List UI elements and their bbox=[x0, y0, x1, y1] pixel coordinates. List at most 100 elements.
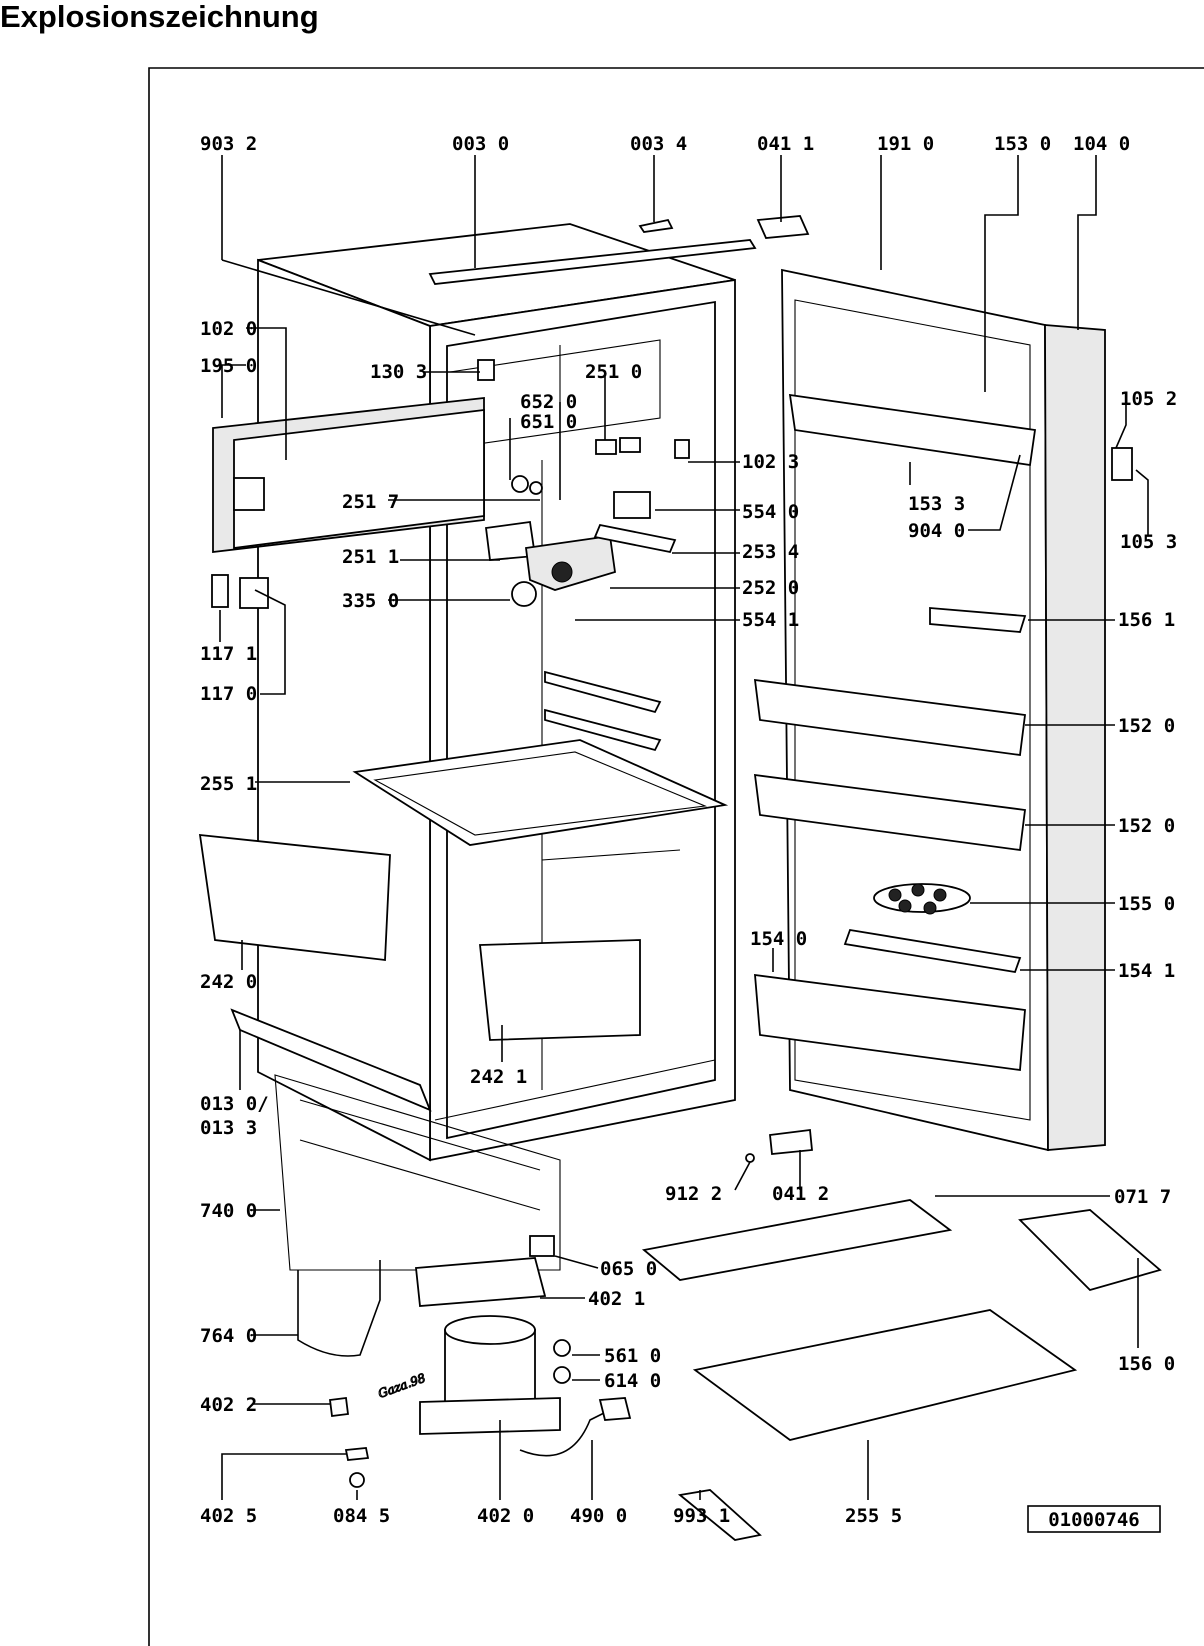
label-554-0: 554 0 bbox=[742, 501, 799, 523]
plug bbox=[598, 1397, 632, 1421]
label-041-2: 041 2 bbox=[772, 1183, 829, 1205]
label-130-3: 130 3 bbox=[370, 361, 427, 383]
label-561-0: 561 0 bbox=[604, 1345, 661, 1367]
label-255-5: 255 5 bbox=[845, 1505, 902, 1527]
label-402-5: 402 5 bbox=[200, 1505, 257, 1527]
door-balcony-1 bbox=[753, 678, 1027, 757]
crisper-large bbox=[198, 833, 391, 962]
label-117-0: 117 0 bbox=[200, 683, 257, 705]
label-105-3: 105 3 bbox=[1120, 531, 1177, 553]
label-252-0: 252 0 bbox=[742, 577, 799, 599]
shelf-rail-2 bbox=[544, 708, 662, 752]
label-071-7: 071 7 bbox=[1114, 1186, 1171, 1208]
label-153-3: 153 3 bbox=[908, 493, 965, 515]
label-912-2: 912 2 bbox=[665, 1183, 722, 1205]
label-195-0: 195 0 bbox=[200, 355, 257, 377]
hinge-top bbox=[756, 215, 810, 239]
condenser bbox=[274, 1074, 561, 1271]
label-041-1: 041 1 bbox=[757, 133, 814, 155]
label-117-1: 117 1 bbox=[200, 643, 257, 665]
thermostat-sensor bbox=[297, 1260, 381, 1357]
part-117-1 bbox=[211, 574, 229, 608]
door-shelf-top bbox=[788, 393, 1037, 467]
label-651-0: 651 0 bbox=[520, 411, 577, 433]
label-105-2: 105 2 bbox=[1120, 388, 1177, 410]
label-993-1: 993 1 bbox=[673, 1505, 730, 1527]
crisper-small bbox=[479, 939, 641, 1041]
label-554-1: 554 1 bbox=[742, 609, 799, 631]
label-084-5: 084 5 bbox=[333, 1505, 390, 1527]
label-614-0: 614 0 bbox=[604, 1370, 661, 1392]
compressor-bracket bbox=[415, 1257, 547, 1307]
label-490-0: 490 0 bbox=[570, 1505, 627, 1527]
label-104-0: 104 0 bbox=[1073, 133, 1130, 155]
part-614-0 bbox=[553, 1366, 571, 1384]
bottle-rack bbox=[843, 928, 1022, 974]
part-117-0 bbox=[239, 577, 269, 609]
top-strip bbox=[428, 239, 757, 285]
label-154-0: 154 0 bbox=[750, 928, 807, 950]
label-251-7: 251 7 bbox=[342, 491, 399, 513]
label-251-0: 251 0 bbox=[585, 361, 642, 383]
label-003-0: 003 0 bbox=[452, 133, 509, 155]
label-904-0: 904 0 bbox=[908, 520, 965, 542]
label-764-0: 764 0 bbox=[200, 1325, 257, 1347]
label-251-1: 251 1 bbox=[342, 546, 399, 568]
shelf-rail-1 bbox=[544, 670, 662, 714]
handwritten-note: Gaza.98 bbox=[376, 1371, 427, 1401]
door-balcony-3 bbox=[754, 973, 1026, 1072]
label-242-0: 242 0 bbox=[200, 971, 257, 993]
label-152-0-lower: 152 0 bbox=[1118, 815, 1175, 837]
glass-shelf-spare bbox=[692, 1309, 1078, 1441]
page-title: Explosionszeichnung bbox=[0, 0, 319, 34]
part-084-5 bbox=[349, 1472, 365, 1488]
label-191-0: 191 0 bbox=[877, 133, 934, 155]
label-003-4: 003 4 bbox=[630, 133, 687, 155]
part-402-5 bbox=[344, 1447, 370, 1461]
cabinet-glass-shelf bbox=[352, 739, 729, 846]
label-335-0: 335 0 bbox=[342, 590, 399, 612]
label-402-2: 402 2 bbox=[200, 1394, 257, 1416]
label-065-0: 065 0 bbox=[600, 1258, 657, 1280]
egg-tray bbox=[873, 883, 971, 915]
part-003-4 bbox=[638, 218, 674, 233]
diagram-frame bbox=[148, 67, 1204, 1646]
label-903-2: 903 2 bbox=[200, 133, 257, 155]
part-912-2 bbox=[745, 1153, 755, 1163]
freezer-door bbox=[212, 396, 485, 554]
leader-lines bbox=[219, 155, 1149, 1500]
label-013-0: 013 0/ bbox=[200, 1093, 269, 1115]
butter-compartment bbox=[929, 607, 1027, 633]
label-253-4: 253 4 bbox=[742, 541, 799, 563]
drawing-number: 01000746 bbox=[1048, 1509, 1140, 1531]
part-561-0 bbox=[553, 1339, 571, 1357]
part-402-2 bbox=[328, 1396, 350, 1418]
drawing-number-box bbox=[1027, 1505, 1161, 1533]
label-013-3: 013 3 bbox=[200, 1117, 257, 1139]
part-labels: 903 2 003 0 003 4 041 1 191 0 153 0 104 … bbox=[200, 133, 1177, 1527]
label-154-1: 154 1 bbox=[1118, 960, 1175, 982]
ice-tray bbox=[1018, 1209, 1162, 1292]
label-102-0: 102 0 bbox=[200, 318, 257, 340]
part-071-7 bbox=[641, 1199, 953, 1281]
plinth bbox=[230, 1008, 432, 1112]
label-155-0: 155 0 bbox=[1118, 893, 1175, 915]
label-156-1: 156 1 bbox=[1118, 609, 1175, 631]
label-402-0: 402 0 bbox=[477, 1505, 534, 1527]
label-152-0-upper: 152 0 bbox=[1118, 715, 1175, 737]
power-cable bbox=[519, 1409, 611, 1457]
door-balcony-2 bbox=[753, 773, 1027, 852]
label-102-3: 102 3 bbox=[742, 451, 799, 473]
label-402-1: 402 1 bbox=[588, 1288, 645, 1310]
label-255-1: 255 1 bbox=[200, 773, 257, 795]
part-065-0 bbox=[529, 1235, 555, 1257]
label-153-0: 153 0 bbox=[994, 133, 1051, 155]
hinge-105 bbox=[1111, 447, 1133, 481]
label-156-0: 156 0 bbox=[1118, 1353, 1175, 1375]
compressor bbox=[419, 1315, 561, 1435]
hinge-bottom bbox=[769, 1128, 813, 1155]
label-740-0: 740 0 bbox=[200, 1200, 257, 1222]
thermostat-assembly bbox=[477, 359, 690, 607]
label-242-1: 242 1 bbox=[470, 1066, 527, 1088]
